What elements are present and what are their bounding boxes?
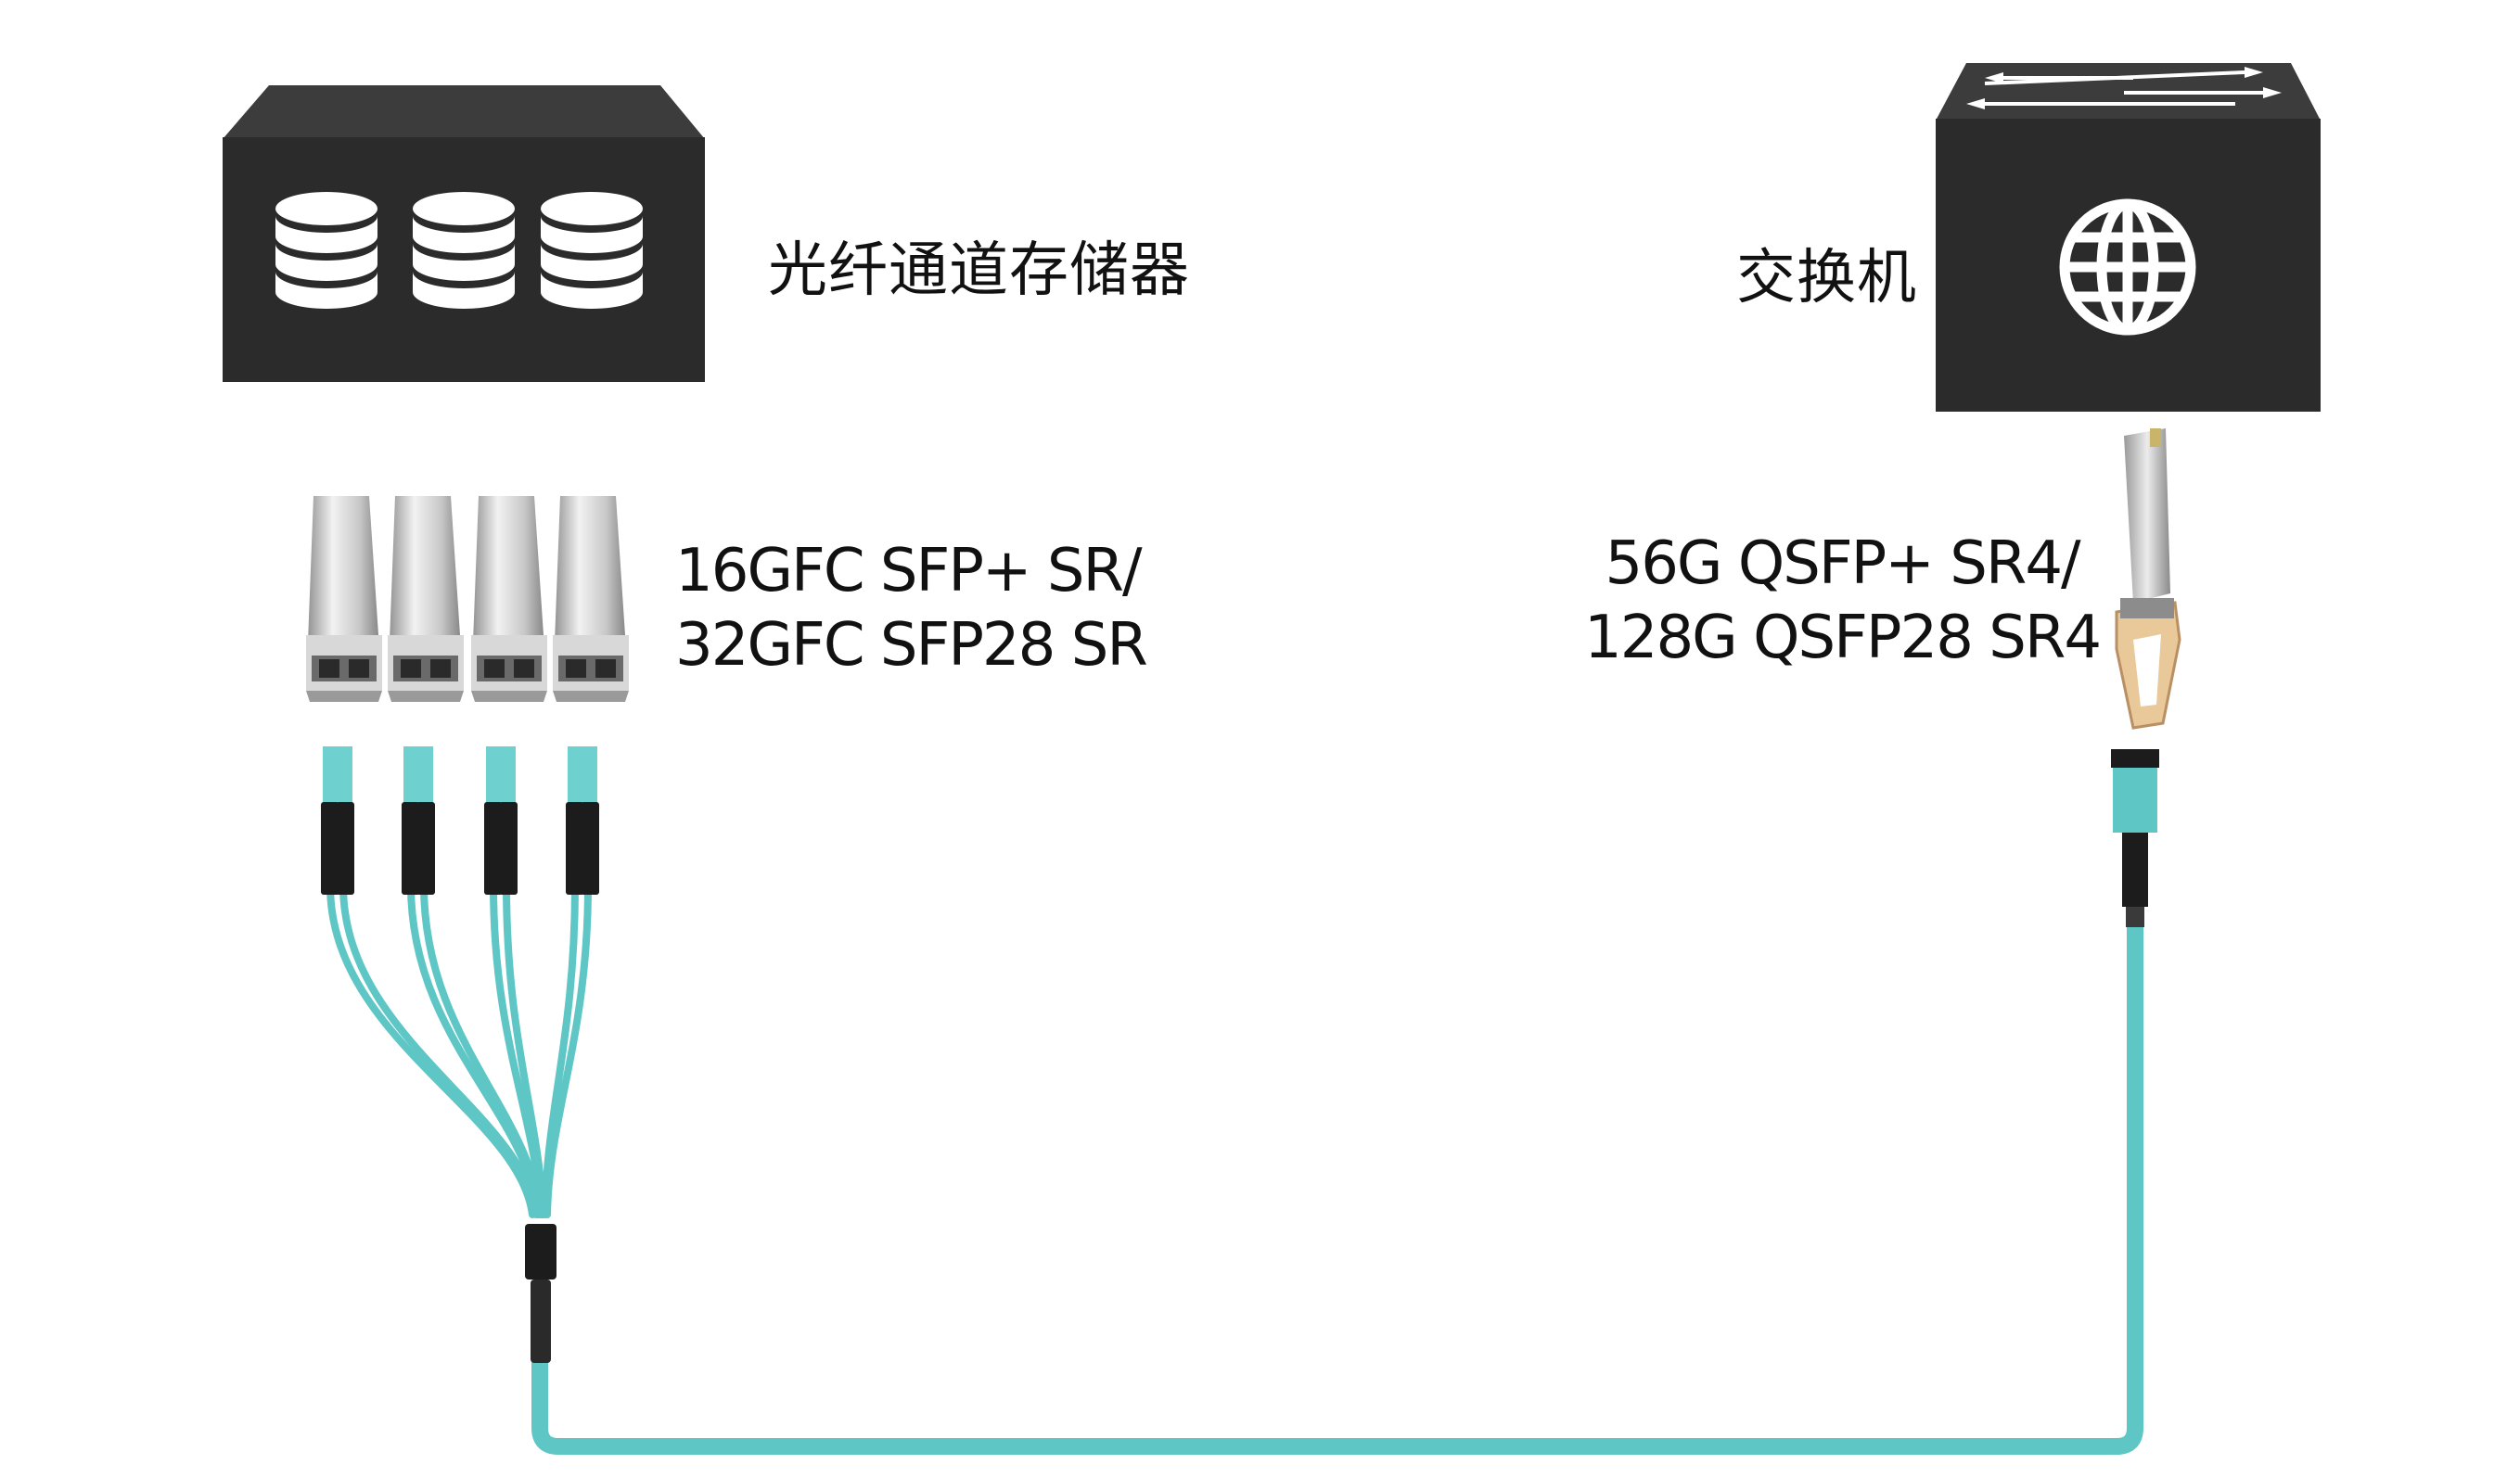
sfp-module <box>306 496 382 702</box>
qsfp-module-label: 56G QSFP+ SR4/ 128G QSFP28 SR4 <box>1584 527 2102 675</box>
qsfp-module-label-line2: 128G QSFP28 SR4 <box>1584 604 2102 672</box>
fanout-boot <box>525 1224 556 1363</box>
sfp-module-label-line1: 16GFC SFP+ SR/ <box>675 537 1143 605</box>
mpo-connector <box>2111 749 2159 927</box>
sfp-module-label: 16GFC SFP+ SR/ 32GFC SFP28 SR <box>675 534 1148 682</box>
fiber-cable <box>326 882 2143 1455</box>
globe-icon <box>2059 198 2196 336</box>
storage-device <box>223 85 705 382</box>
storage-label: 光纤通道存储器 <box>768 236 1190 305</box>
bidirectional-arrows-icon <box>1966 67 2282 109</box>
qsfp-module <box>2115 428 2181 730</box>
sfp-module <box>553 496 629 702</box>
sfp-module <box>471 496 547 702</box>
sfp-module-group <box>306 496 629 702</box>
sfp-module-label-line2: 32GFC SFP28 SR <box>675 611 1148 680</box>
switch-label: 交换机 <box>1736 244 1917 312</box>
qsfp-module-label-line1: 56G QSFP+ SR4/ <box>1605 529 2080 598</box>
database-icon <box>275 192 643 309</box>
lc-connector-group <box>321 746 599 895</box>
sfp-module <box>388 496 464 702</box>
switch-device <box>1936 63 2321 412</box>
